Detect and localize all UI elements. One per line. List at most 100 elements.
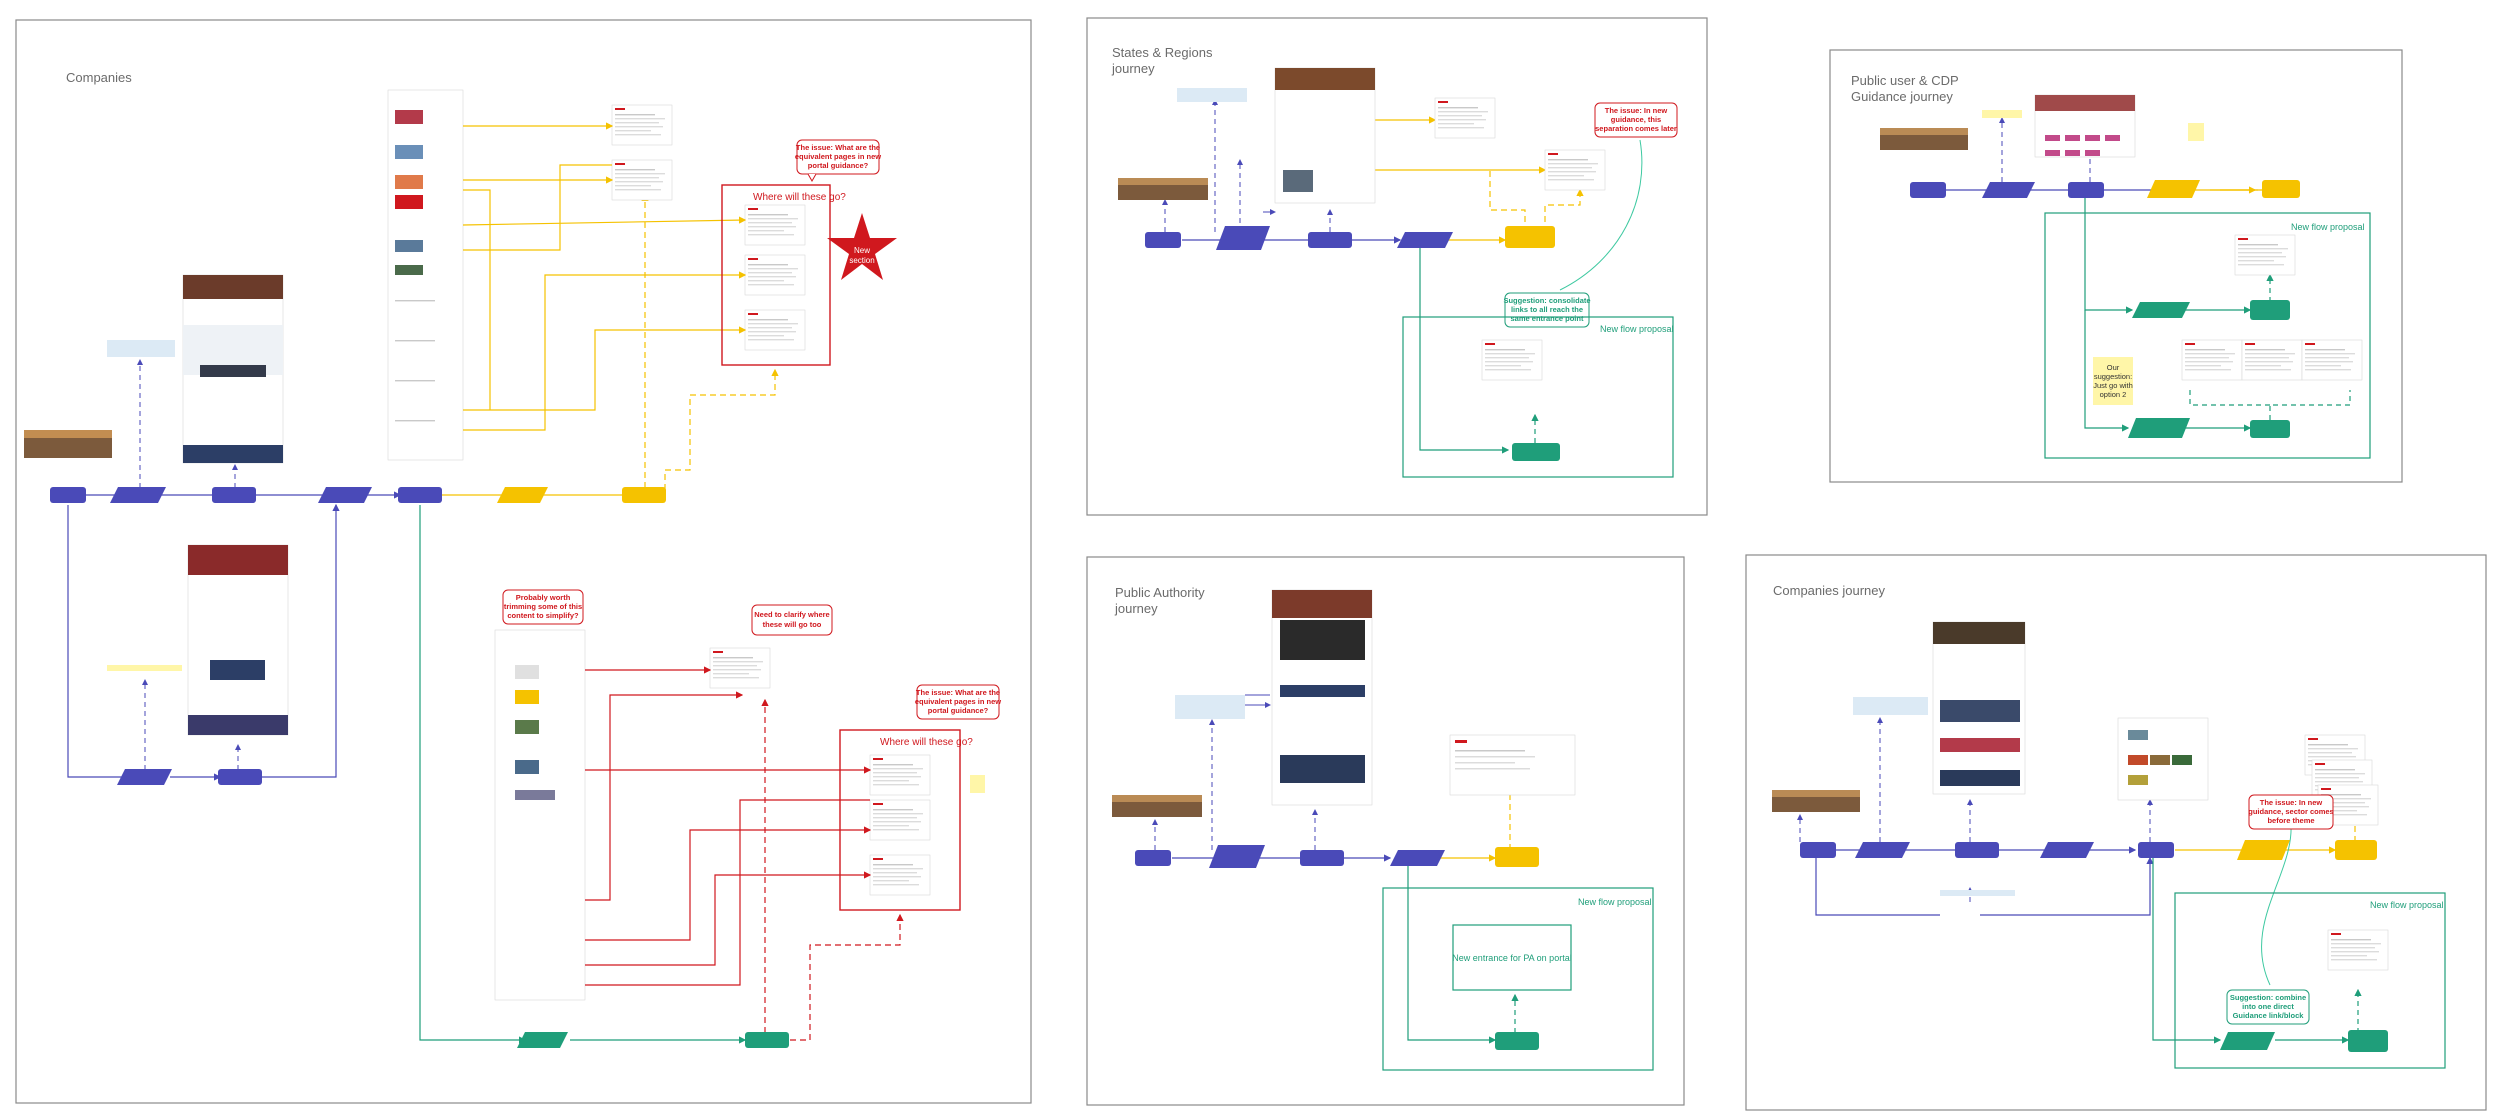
flow-node[interactable] [212, 487, 256, 503]
flow-decision[interactable] [2220, 1032, 2275, 1050]
screenshot-thumbnail [1271, 589, 1373, 806]
flow-decision[interactable] [1216, 226, 1270, 250]
flow-decision[interactable] [1855, 842, 1910, 858]
flow-decision[interactable] [497, 487, 548, 503]
flow-node[interactable] [1910, 182, 1946, 198]
flow-decision[interactable] [2237, 840, 2290, 860]
new-flow-box[interactable]: New flow proposal [1382, 887, 1654, 1071]
flow-node[interactable] [1135, 850, 1171, 866]
flow-node[interactable] [1300, 850, 1344, 866]
callout-line: portal guidance? [808, 161, 869, 170]
flow-node[interactable] [745, 1032, 789, 1048]
new-entrance-box[interactable]: New entrance for PA on portal [1452, 924, 1572, 991]
new-entrance-label: New entrance for PA on portal [1452, 953, 1571, 963]
flow-node[interactable] [50, 487, 86, 503]
flow-decision[interactable] [1390, 850, 1445, 866]
new-flow-label: New flow proposal [2370, 900, 2444, 910]
frame-title: Guidance journey [1851, 89, 1953, 104]
flow-node[interactable] [2250, 420, 2290, 438]
frame-public-authority[interactable]: Public Authority journey [1086, 556, 1685, 1106]
callout-suggestion[interactable]: Suggestion: combine into one direct Guid… [2226, 989, 2310, 1025]
flow-decision[interactable] [2132, 302, 2190, 318]
screenshot-thumbnail [1932, 621, 2026, 795]
flow-node[interactable] [2262, 180, 2300, 198]
new-flow-label: New flow proposal [1600, 324, 1674, 334]
flow-decision[interactable] [517, 1032, 568, 1048]
flow-decision[interactable] [1982, 182, 2035, 198]
frame-title: journey [1111, 61, 1155, 76]
flow-decision[interactable] [1209, 845, 1265, 868]
new-flow-box[interactable]: New flow proposal [2174, 892, 2446, 1069]
flow-node[interactable] [2335, 840, 2377, 860]
callout-line: The issue: In new [2260, 798, 2323, 807]
callout-line: portal guidance? [928, 706, 989, 715]
screenshot-thumbnail [2117, 717, 2209, 801]
flow-node[interactable] [2138, 842, 2174, 858]
flow-decision[interactable] [110, 487, 166, 503]
callout-clarify[interactable]: Need to clarify where these will go too [751, 604, 833, 636]
flow-node[interactable] [1800, 842, 1836, 858]
callout-line: guidance, sector comes [2248, 807, 2333, 816]
screenshot-thumbnail [2034, 94, 2136, 158]
callout-line: equivalent pages in new [915, 697, 1001, 706]
flow-node[interactable] [1955, 842, 1999, 858]
flow-node[interactable] [1495, 1032, 1539, 1050]
screenshot-thumbnail [1853, 697, 1928, 715]
screenshot-thumbnail [494, 629, 586, 1001]
screenshot-thumbnail [1449, 734, 1576, 796]
new-section-label: New [854, 246, 870, 255]
flow-node[interactable] [2068, 182, 2104, 198]
where-box[interactable]: Where will these go? [839, 729, 973, 911]
new-flow-label: New flow proposal [2291, 222, 2365, 232]
frame-companies-journey[interactable]: Companies journey [1745, 554, 2487, 1111]
screenshot-thumbnail [387, 89, 464, 461]
flow-decision[interactable] [2040, 842, 2094, 858]
callout-issue[interactable]: The issue: What are the equivalent pages… [915, 684, 1001, 720]
frame-title: States & Regions [1112, 45, 1213, 60]
flow-node[interactable] [398, 487, 442, 503]
where-label: Where will these go? [753, 192, 846, 203]
flow-decision[interactable] [318, 487, 372, 503]
frame-title: journey [1114, 601, 1158, 616]
callout-trim[interactable]: Probably worth trimming some of this con… [502, 589, 584, 625]
flow-node[interactable] [218, 769, 262, 785]
callout-issue[interactable]: The issue: In new guidance, sector comes… [2248, 794, 2334, 830]
new-flow-box[interactable]: New flow proposal [1402, 316, 1674, 478]
callout-line: content to simplify? [507, 611, 579, 620]
callout-line: same entrance point [1511, 314, 1584, 323]
callout-line: Need to clarify where [754, 610, 829, 619]
flow-node[interactable] [1512, 443, 1560, 461]
callout-issue[interactable]: The issue: In new guidance, this separat… [1594, 102, 1678, 138]
callout-line: equivalent pages in new [795, 152, 881, 161]
flow-node[interactable] [622, 487, 666, 503]
flow-node[interactable] [2250, 300, 2290, 320]
screenshot-thumbnail [182, 274, 284, 464]
flow-node[interactable] [2348, 1030, 2388, 1052]
flow-node[interactable] [1308, 232, 1352, 248]
frame-title: Public Authority [1115, 585, 1205, 600]
screenshot-thumbnail [107, 665, 182, 671]
flow-node[interactable] [1145, 232, 1181, 248]
frame-public-user[interactable]: Public user & CDP Guidance journey [1829, 49, 2403, 483]
flow-node[interactable] [1505, 226, 1555, 248]
new-flow-box[interactable]: New flow proposal [2044, 212, 2371, 459]
where-label: Where will these go? [880, 737, 973, 748]
flow-decision[interactable] [2128, 418, 2190, 438]
callout-issue[interactable]: The issue: What are the equivalent pages… [795, 139, 881, 183]
screenshot-thumbnail [1112, 795, 1202, 817]
note-suggestion[interactable]: Our suggestion: Just go with option 2 [2093, 357, 2133, 405]
flow-node[interactable] [1495, 847, 1539, 867]
callout-line: Suggestion: consolidate [1503, 296, 1590, 305]
sticky-note [2188, 123, 2204, 141]
flow-decision[interactable] [1397, 232, 1453, 248]
flow-decision[interactable] [2147, 180, 2200, 198]
where-box[interactable]: Where will these go? [721, 184, 846, 366]
flow-decision[interactable] [117, 769, 172, 785]
callout-suggestion[interactable]: Suggestion: consolidate links to all rea… [1503, 292, 1591, 328]
frame-states-regions[interactable]: States & Regions journey [1086, 17, 1708, 516]
frame-title: Companies journey [1773, 583, 1886, 598]
new-flow-label: New flow proposal [1578, 897, 1652, 907]
frame-companies[interactable]: Companies [15, 19, 1032, 1104]
screenshot-thumbnail [107, 340, 175, 357]
